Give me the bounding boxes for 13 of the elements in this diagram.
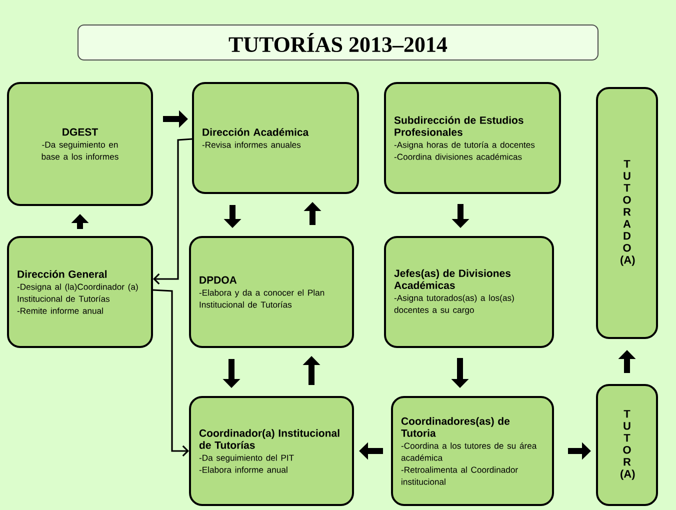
rounded-box: DPDOA -Elabora y da a conocer el Plan Institucional de Tutorías bbox=[189, 236, 354, 348]
arrow bbox=[152, 289, 189, 457]
arrow bbox=[153, 138, 192, 285]
rounded-box: Coordinadores(as) de Tutoria -Coordina a los tutores de su área académica -Retroalimenta al Coordinador institucional bbox=[391, 396, 554, 506]
rounded-box: Dirección General -Designa al (la)Coordinador (a) Institucional de Tutorías -Remite informe anual bbox=[7, 236, 153, 348]
rounded-box: Coordinador(a) Institucional de Tutorías -Da seguimiento del PIT -Elabora informe anual bbox=[189, 396, 354, 506]
rounded-box: DGEST -Da seguimiento en base a los informes bbox=[7, 82, 153, 206]
title-banner: TUTORÍAS 2013–2014 bbox=[78, 24, 598, 60]
vertical-label-box: T U T O R (A) bbox=[596, 384, 658, 506]
rounded-box: Jefes(as) de Divisiones Académicas -Asigna tutorados(as) a los(as) docentes a su cargo bbox=[384, 236, 554, 348]
vertical-label-box: T U T O R A D O (A) bbox=[596, 87, 658, 339]
rounded-box: Subdirección de Estudios Profesionales -Asigna horas de tutoría a docentes -Coordina divisiones académicas bbox=[384, 82, 561, 194]
rounded-box: Dirección Académica -Revisa informes anuales bbox=[192, 82, 359, 194]
